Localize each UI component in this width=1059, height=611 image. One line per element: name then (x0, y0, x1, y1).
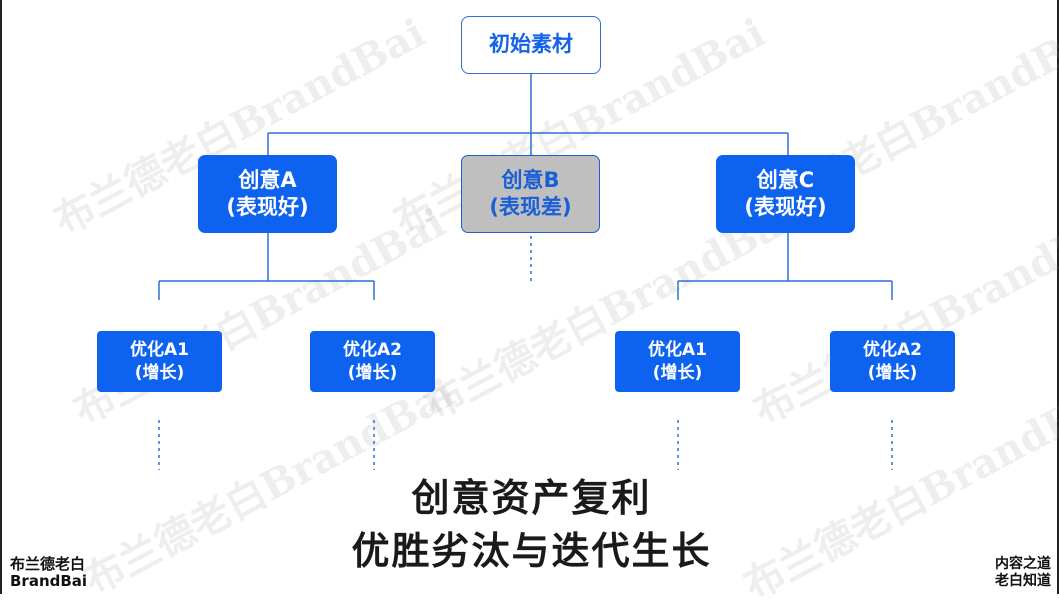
brand-slogan-line2: 老白知道 (995, 573, 1051, 589)
connector-lines (158, 74, 893, 470)
brand-name-en: BrandBai (10, 572, 88, 590)
creative-node-status: (表现好) (226, 195, 309, 219)
optimization-node-c2: 优化A2 (增长) (830, 331, 955, 392)
optimization-node-status: (增长) (134, 362, 185, 383)
creative-node-status: (表现差) (489, 195, 572, 219)
root-node-label: 初始素材 (489, 32, 573, 57)
optimization-node-status: (增长) (867, 362, 918, 383)
brand-logo-right: 内容之道 老白知道 (995, 556, 1051, 590)
creative-node-name: 创意C (756, 167, 815, 192)
creative-node-a: 创意A (表现好) (198, 155, 337, 233)
subtitle: 优胜劣汰与迭代生长 (351, 529, 712, 573)
optimization-node-a1: 优化A1 (增长) (97, 331, 222, 392)
creative-node-name: 创意A (238, 167, 297, 192)
optimization-node-name: 优化A1 (130, 340, 189, 361)
creative-node-b: 创意B (表现差) (461, 155, 600, 233)
creative-node-status: (表现好) (744, 195, 827, 219)
optimization-node-name: 优化A1 (648, 340, 707, 361)
optimization-node-name: 优化A2 (343, 340, 402, 361)
main-title: 创意资产复利 (411, 476, 652, 520)
brand-logo-left: 布兰德老白 BrandBai (10, 556, 87, 590)
creative-node-c: 创意C (表现好) (716, 155, 855, 233)
optimization-node-name: 优化A2 (863, 340, 922, 361)
brand-slogan-line1: 内容之道 (995, 556, 1051, 572)
root-node: 初始素材 (461, 16, 601, 74)
optimization-node-c1: 优化A1 (增长) (615, 331, 740, 392)
brand-name-cn: 布兰德老白 (10, 555, 86, 573)
optimization-node-status: (增长) (347, 362, 398, 383)
optimization-node-status: (增长) (652, 362, 703, 383)
optimization-node-a2: 优化A2 (增长) (310, 331, 435, 392)
creative-node-name: 创意B (501, 167, 560, 192)
